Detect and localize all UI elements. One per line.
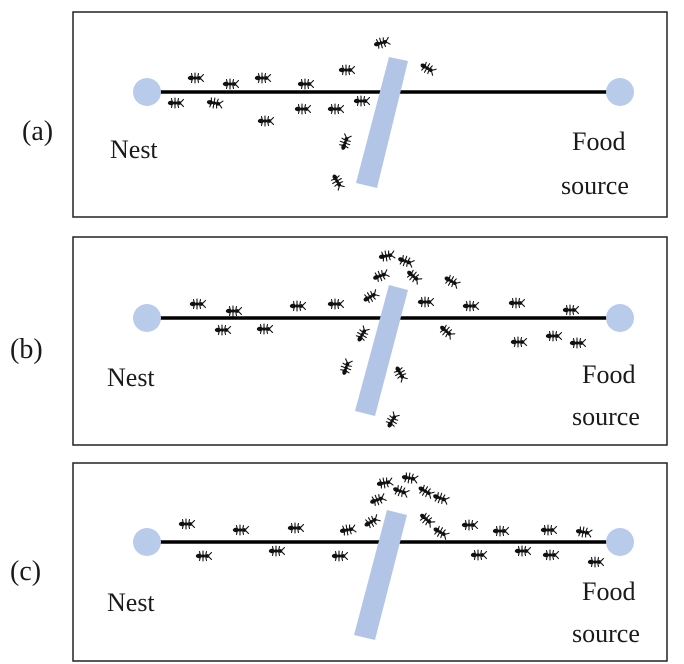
obstacle <box>354 510 407 640</box>
panel-label: (b) <box>10 334 43 365</box>
food-node <box>606 304 634 332</box>
panel-label: (c) <box>10 556 41 587</box>
food-label-line1: Food <box>582 577 635 606</box>
food-node <box>606 528 634 556</box>
panel-b: (b) Nest Food source <box>10 236 668 446</box>
nest-label: Nest <box>110 135 158 164</box>
obstacle <box>356 57 408 188</box>
nest-node <box>133 78 161 106</box>
nest-label: Nest <box>107 363 155 392</box>
food-label-line1: Food <box>572 127 625 156</box>
food-label-line1: Food <box>582 360 635 389</box>
panel-c: (c) Nest Food source <box>10 462 668 662</box>
food-node <box>606 78 634 106</box>
food-label-line2: source <box>572 402 640 431</box>
panel-label: (a) <box>22 116 53 147</box>
panel-a: (a) Nest Food source <box>22 11 668 218</box>
nest-node <box>133 304 161 332</box>
nest-node <box>133 528 161 556</box>
food-label-line2: source <box>572 619 640 648</box>
obstacle <box>355 285 408 416</box>
food-label-line2: source <box>561 171 629 200</box>
nest-label: Nest <box>107 588 155 617</box>
